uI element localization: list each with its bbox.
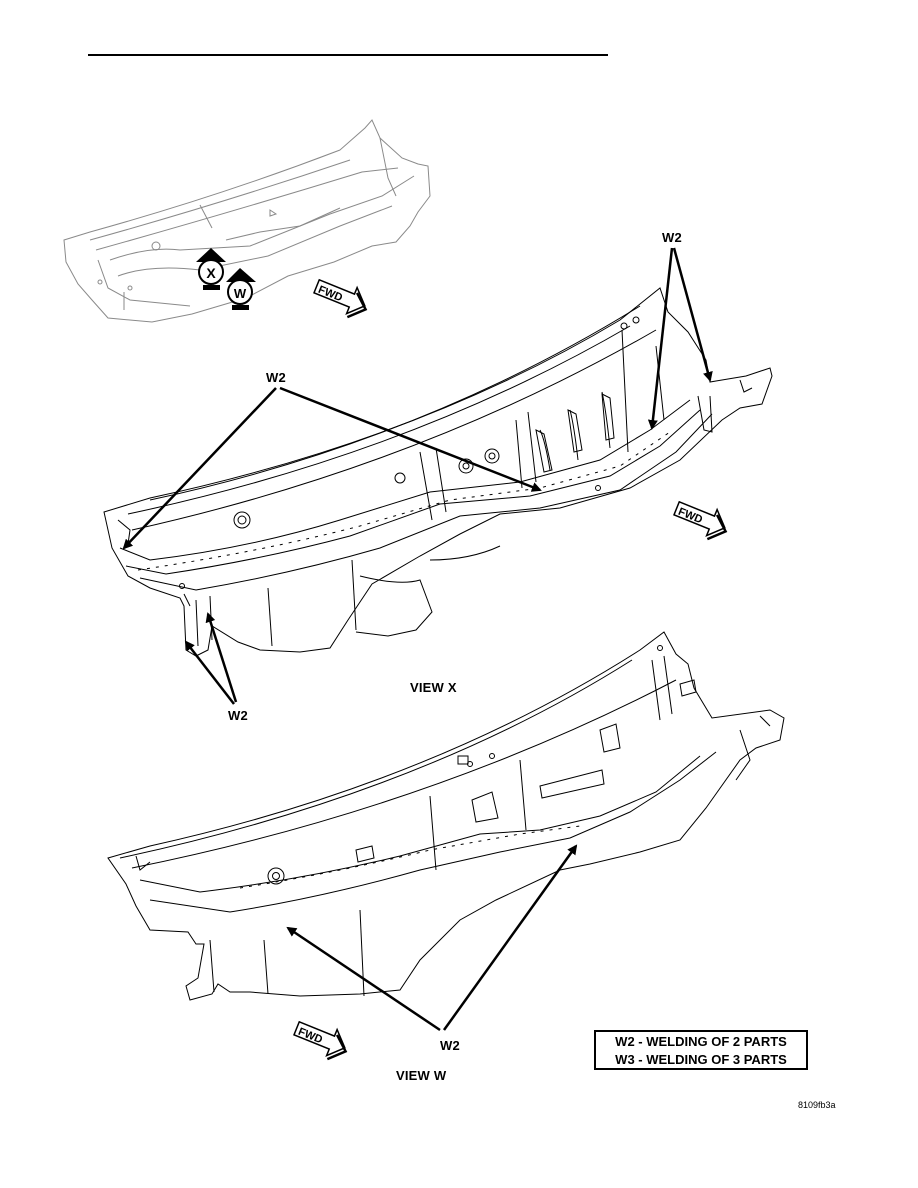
view-w-cowl-drawing (107, 631, 785, 1001)
weld-leader-arrows (122, 247, 713, 1032)
view-x-caption: VIEW X (410, 680, 457, 695)
view-w-callout-icon: W (226, 268, 256, 310)
view-x-cowl-drawing (103, 287, 773, 657)
fwd-label: FWD (296, 1026, 324, 1047)
fwd-label: FWD (316, 284, 344, 305)
callout-w-text: W (234, 286, 247, 301)
legend-line-w3: W3 - WELDING OF 3 PARTS (615, 1052, 787, 1067)
w2-label: W2 (662, 230, 682, 245)
w2-label: W2 (440, 1038, 460, 1053)
view-w-caption: VIEW W (396, 1068, 447, 1083)
weld-legend: W2 - WELDING OF 2 PARTS W3 - WELDING OF … (594, 1030, 808, 1070)
view-x-callout-icon: X (196, 248, 226, 290)
fwd-arrow-icon: FWD (293, 1020, 348, 1061)
fwd-arrow-icon: FWD (673, 500, 728, 541)
figure-code: 8109fb3a (798, 1100, 836, 1110)
w2-label: W2 (266, 370, 286, 385)
callout-x-text: X (206, 265, 216, 281)
w2-label: W2 (228, 708, 248, 723)
fwd-label: FWD (676, 506, 704, 527)
legend-line-w2: W2 - WELDING OF 2 PARTS (615, 1034, 787, 1049)
overview-cowl-drawing (63, 119, 431, 323)
fwd-arrow-icon: FWD (313, 278, 368, 319)
